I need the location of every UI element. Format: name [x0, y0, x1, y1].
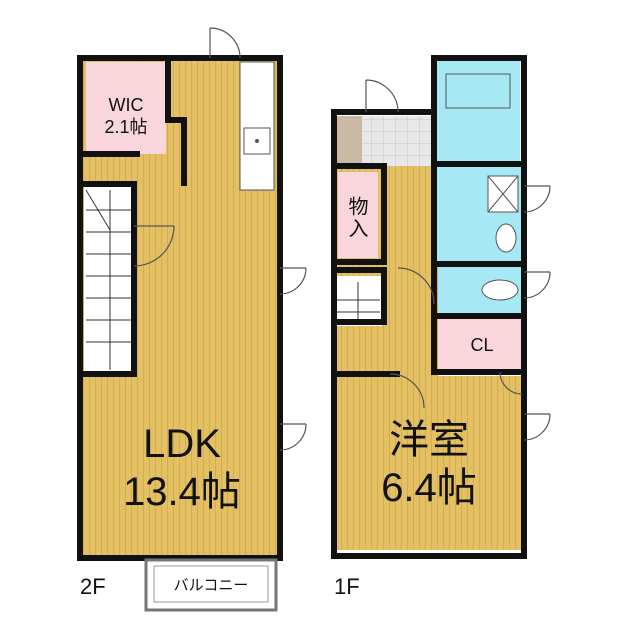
western-room-floor: [334, 376, 524, 550]
ldk-size: 13.4帖: [123, 470, 241, 514]
wic-room: [86, 62, 166, 154]
door-swings-1f: [365, 79, 551, 441]
washbasin-icon: [495, 223, 517, 253]
western-name: 洋室: [389, 418, 469, 462]
storage-label: 物入: [345, 196, 367, 240]
western-size: 6.4帖: [381, 466, 477, 510]
wic-name: WIC: [108, 95, 144, 115]
door-swings-2f: [133, 27, 307, 451]
wic-label: WIC 2.1帖: [90, 96, 162, 136]
kitchen-counter: [239, 61, 275, 191]
walls-1f: [331, 55, 527, 559]
wic-size: 2.1帖: [104, 117, 148, 137]
stair-area: [84, 184, 132, 374]
closet-room: [438, 318, 524, 370]
floor-1: [331, 55, 551, 559]
shoe-box: [334, 116, 362, 166]
entrance-tile: [362, 116, 434, 166]
ldk-name: LDK: [143, 422, 221, 466]
bathtub: [445, 73, 511, 109]
storage-room: [338, 172, 378, 258]
closet-label: CL: [470, 335, 494, 355]
western-label: 洋室 6.4帖: [340, 420, 518, 508]
staircase-1f: [336, 282, 380, 324]
floor-1-label: 1F: [334, 574, 360, 599]
ldk-label: LDK 13.4帖: [90, 424, 274, 512]
walls-2f: [77, 55, 283, 561]
floor-2-label: 2F: [80, 574, 106, 599]
staircase-2f: [85, 189, 132, 370]
toilet-icon: [481, 279, 519, 301]
floor-2: [77, 27, 307, 612]
balcony-label: バルコニー: [173, 577, 249, 594]
